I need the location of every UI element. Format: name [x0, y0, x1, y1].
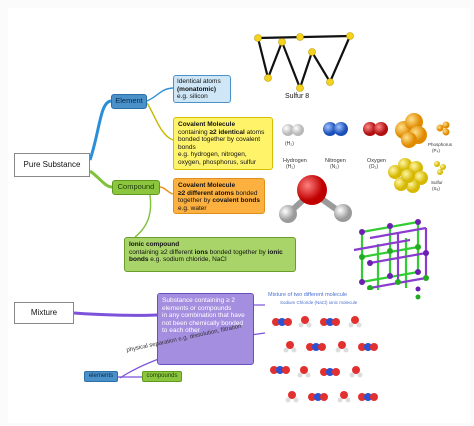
compound-node: Compound — [112, 180, 160, 195]
connector-element-identical — [146, 87, 174, 102]
sulfur-formula: (S₈) — [432, 186, 440, 191]
nitrogen-label: Nitrogen — [325, 158, 346, 164]
covalent-molecule-node: Covalent Molecule containing ≥2 identica… — [173, 117, 273, 170]
connector-compound-ionic — [134, 194, 152, 238]
nitrogen-formula: (N₂) — [330, 164, 339, 170]
sulfur-molecule — [388, 158, 428, 193]
phosphorus-small — [436, 121, 450, 136]
mixture-molecule-grid — [270, 316, 378, 403]
covalent-molecule-line3: bonds — [178, 143, 196, 151]
sulfur-label: Sulfur — [431, 180, 443, 185]
covalent-molecule-title: Covalent Molecule — [178, 121, 236, 128]
mixture-node: Mixture — [14, 302, 74, 324]
mixture-definition-line4: not been chemically bonded — [162, 319, 243, 327]
oxygen-molecule — [363, 122, 388, 136]
hydrogen-label: Hydrogen — [283, 158, 307, 164]
identical-atoms-node: Identical atoms (monatomic) e.g. silicon — [173, 75, 231, 103]
covalent-compound-line1: ≥2 different atoms bonded — [178, 189, 258, 197]
element-node: Element — [111, 94, 147, 109]
oxygen-formula: (O₂) — [369, 164, 379, 170]
identical-atoms-line1: Identical atoms — [177, 78, 221, 85]
connector-element-covalent — [146, 102, 174, 141]
phosphorus-molecule — [395, 113, 427, 148]
sulfur8-label: Sulfur 8 — [285, 93, 310, 100]
mixture-definition-line5: to each other — [162, 327, 200, 335]
hydrogen-formula: (H₂) — [285, 141, 294, 147]
connector-pure-compound — [89, 169, 113, 189]
nitrogen-molecule — [323, 122, 348, 136]
mixture-definition-line1: Substance containing ≥ 2 — [162, 297, 235, 304]
compounds-node: compounds — [142, 371, 182, 382]
covalent-compound-node: Covalent Molecule ≥2 different atoms bon… — [173, 178, 265, 214]
ionic-compound-node: Ionic compound containing ≥2 different i… — [124, 237, 296, 272]
mixture-definition-line2: elements or compounds — [162, 304, 232, 312]
pure-substance-node: Pure Substance — [14, 153, 90, 177]
covalent-molecule-line1: containing ≥2 identical atoms — [178, 128, 265, 136]
hydrogen-molecule — [282, 124, 304, 136]
sulfur-small — [434, 161, 446, 175]
mixture-definition-node: Substance containing ≥ 2 elements or com… — [157, 293, 254, 365]
phosphorus-label: Phosphorus — [428, 142, 453, 147]
identical-atoms-line2: (monatomic) — [177, 85, 216, 93]
covalent-molecule-line2: bonded together by covalent — [178, 136, 261, 143]
elements-node: elements — [84, 371, 118, 382]
covalent-compound-line2: together by covalent bonds — [178, 197, 261, 204]
covalent-molecule-line5: oxygen, phosphorus, sulfur — [178, 158, 257, 166]
oxygen-label: Oxygen — [367, 158, 386, 164]
mixture-image-title: Mixture of two different molecule — [268, 292, 348, 298]
mixture-definition-line3: in any combination that have — [162, 312, 245, 320]
covalent-molecule-line4: e.g. hydrogen, nitrogen, — [178, 151, 247, 158]
ionic-compound-title: Ionic compound — [129, 241, 180, 248]
ionic-compound-line2: bonds e.g. sodium chloride, NaCl — [129, 256, 227, 263]
phosphorus-formula: (P₄) — [432, 148, 440, 153]
connector-compound-covalent — [159, 186, 174, 195]
mixture-image-subtitle: Sodium Chloride (NaCl) ionic molecule — [280, 300, 358, 305]
covalent-compound-title: Covalent Molecule — [178, 182, 236, 189]
connector-pure-element — [88, 99, 112, 161]
identical-atoms-line3: e.g. silicon — [177, 93, 208, 100]
hydrogen-formula-sub: (H₂) — [286, 164, 295, 170]
connector-mixture-substance — [73, 311, 158, 317]
covalent-compound-line3: e.g. water — [178, 204, 207, 212]
ionic-compound-line1: containing ≥2 different ions bonded toge… — [129, 248, 283, 256]
